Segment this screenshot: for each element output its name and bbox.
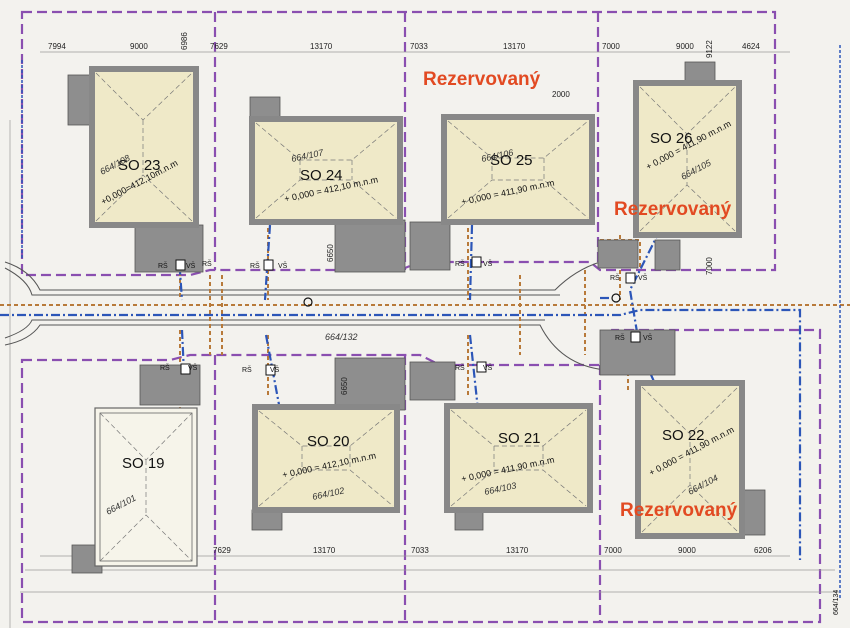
- rs-label: RŠ: [242, 365, 252, 374]
- dimension-label: 7000: [705, 257, 714, 275]
- house-so25: [441, 114, 595, 225]
- rs-label: RŠ: [455, 363, 465, 372]
- house-label: SO 19: [122, 455, 165, 472]
- dimension-label: 7000: [602, 42, 620, 51]
- dimension-label: 9000: [678, 546, 696, 555]
- dimension-label: 7033: [411, 546, 429, 555]
- rs-label: RŠ: [160, 363, 170, 372]
- dimension-label: 4624: [742, 42, 760, 51]
- house-so26: [633, 80, 742, 238]
- reserved-label-so26: Rezervovaný: [614, 199, 732, 220]
- reserved-label-so25: Rezervovaný: [423, 69, 541, 90]
- house-so19: [94, 407, 198, 567]
- house-so23: [89, 66, 199, 228]
- vs-label: VŠ: [188, 363, 198, 372]
- vs-label: VŠ: [483, 259, 493, 268]
- reserved-label-so22: Rezervovaný: [620, 500, 738, 521]
- rs-label: RŠ: [250, 261, 260, 270]
- connection-boxes: [175, 256, 641, 376]
- house-label: SO 24: [300, 167, 343, 184]
- house-label: SO 26: [650, 130, 693, 147]
- rs-label: RŠ: [615, 333, 625, 342]
- dimension-label: 13170: [503, 42, 526, 51]
- rs-label: RŠ: [202, 259, 212, 268]
- rs-label: RŠ: [455, 259, 465, 268]
- dimension-label: 9000: [676, 42, 694, 51]
- house-so22: [635, 380, 745, 539]
- dimension-label: 6986: [180, 32, 189, 50]
- vs-label: VŠ: [270, 365, 280, 374]
- house-so21: [444, 403, 593, 513]
- road-parcel-number: 664/132: [325, 332, 358, 342]
- house-label: SO 25: [490, 152, 533, 169]
- house-label: SO 21: [498, 430, 541, 447]
- vs-label: VŠ: [186, 261, 196, 270]
- dimension-label: 7000: [604, 546, 622, 555]
- vs-label: VŠ: [483, 363, 493, 372]
- dimension-label: 9122: [705, 40, 714, 58]
- vs-label: VŠ: [638, 273, 648, 282]
- blue-dashed-boundary: [21, 45, 841, 600]
- rs-label: RŠ: [610, 273, 620, 282]
- house-so24: [249, 116, 403, 225]
- dimension-label: 6650: [326, 244, 335, 262]
- house-label: SO 22: [662, 427, 705, 444]
- manhole-symbols: [303, 293, 621, 307]
- road: [4, 261, 606, 371]
- dimension-label: 7033: [410, 42, 428, 51]
- dimension-label: 13170: [506, 546, 529, 555]
- house-label: SO 23: [118, 157, 161, 174]
- dimension-label: 13170: [313, 546, 336, 555]
- dimension-label: 2000: [552, 90, 570, 99]
- dimension-label: 7629: [210, 42, 228, 51]
- vs-label: VŠ: [278, 261, 288, 270]
- dimension-label: 7994: [48, 42, 66, 51]
- house-label: SO 20: [307, 433, 350, 450]
- house-so20: [252, 404, 400, 513]
- dimension-label: 6206: [754, 546, 772, 555]
- vs-label: VŠ: [643, 333, 653, 342]
- dimension-label: 6650: [340, 377, 349, 395]
- dimension-label: 9000: [130, 42, 148, 51]
- dimension-label: 13170: [310, 42, 333, 51]
- dimension-label: 7629: [213, 546, 231, 555]
- side-parcel-label: 664/134: [833, 590, 840, 615]
- rs-label: RŠ: [158, 261, 168, 270]
